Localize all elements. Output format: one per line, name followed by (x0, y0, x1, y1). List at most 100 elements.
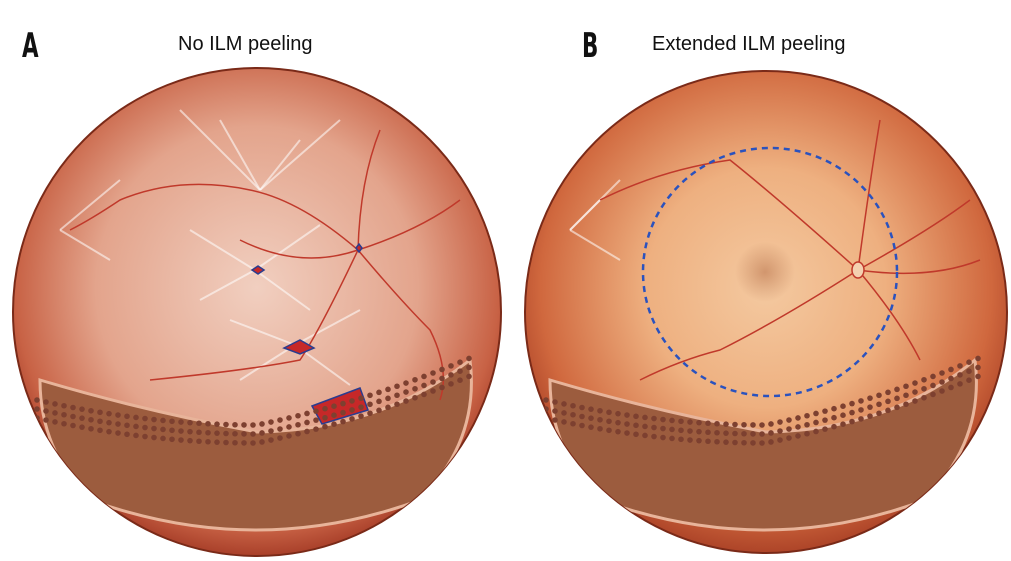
dot (214, 421, 220, 427)
dot (205, 438, 211, 445)
dot (552, 399, 558, 405)
dot (885, 407, 891, 414)
dot (813, 410, 819, 417)
dot (804, 430, 810, 437)
dot (394, 383, 400, 390)
dot (286, 415, 292, 421)
dot (660, 416, 666, 423)
dot (687, 428, 693, 434)
dot (160, 417, 166, 424)
dot (588, 415, 594, 421)
dot (214, 439, 220, 445)
dot (106, 428, 112, 435)
dot (768, 430, 774, 436)
dot (957, 372, 963, 378)
optic-disc (851, 261, 865, 279)
dot (349, 416, 355, 422)
dot (295, 421, 301, 428)
dot (696, 428, 702, 435)
dot (624, 421, 630, 427)
dot (331, 421, 337, 427)
dot (651, 415, 657, 422)
dot (466, 355, 472, 362)
dot (840, 412, 846, 418)
dot (340, 409, 346, 416)
dot (705, 438, 711, 445)
dot (669, 426, 675, 433)
dot (687, 419, 693, 425)
dot (241, 440, 247, 446)
dot (831, 414, 837, 421)
dot (34, 397, 40, 403)
dot (394, 392, 400, 399)
dot (124, 431, 130, 438)
dot (88, 407, 94, 414)
dot (322, 414, 328, 421)
dot (741, 439, 747, 446)
dot (115, 421, 121, 427)
dot (187, 437, 193, 444)
dot (124, 422, 130, 429)
dot (376, 389, 382, 396)
dot (142, 415, 148, 422)
dot (948, 384, 954, 391)
dot (939, 388, 945, 394)
peeling-area-border (641, 146, 899, 398)
dot (187, 428, 193, 435)
dot (43, 399, 49, 405)
fundus-b (524, 70, 1008, 554)
dot (385, 404, 391, 411)
dot (70, 422, 76, 429)
dot (840, 421, 846, 427)
dot (439, 375, 445, 382)
dot (975, 355, 981, 362)
dot (43, 408, 49, 414)
dot (205, 420, 211, 427)
fovea (735, 242, 795, 302)
dot (196, 429, 202, 436)
dot (223, 430, 229, 437)
dot (430, 379, 436, 385)
dot (250, 431, 256, 437)
dot (552, 417, 558, 423)
dotted-rows (543, 355, 981, 446)
dot (457, 368, 463, 374)
dot (651, 433, 657, 440)
dot (732, 430, 738, 437)
dot (448, 372, 454, 378)
dot (178, 419, 184, 425)
dot (831, 405, 837, 412)
dot (921, 385, 927, 392)
dot (448, 363, 454, 369)
dot (840, 403, 846, 409)
dot (606, 418, 612, 425)
dot (178, 437, 184, 443)
dot (741, 421, 747, 428)
dot (570, 411, 576, 418)
dot (52, 419, 58, 425)
dot (295, 430, 301, 437)
dot (561, 410, 567, 416)
dot (741, 430, 747, 437)
dot (241, 422, 247, 428)
dot (196, 420, 202, 427)
dot (588, 424, 594, 430)
dot (88, 416, 94, 423)
dot (903, 401, 909, 408)
dot (421, 391, 427, 398)
dot (385, 386, 391, 393)
dot (133, 432, 139, 439)
dot (813, 419, 819, 426)
dot (669, 417, 675, 424)
dot (439, 366, 445, 373)
dot (124, 413, 130, 420)
dot (714, 438, 720, 445)
starburst-folds (59, 109, 361, 386)
dot (349, 407, 355, 413)
dot (430, 370, 436, 376)
dot (579, 422, 585, 429)
dot (268, 419, 274, 425)
dot (561, 419, 567, 425)
dot (570, 420, 576, 427)
dot (624, 412, 630, 418)
